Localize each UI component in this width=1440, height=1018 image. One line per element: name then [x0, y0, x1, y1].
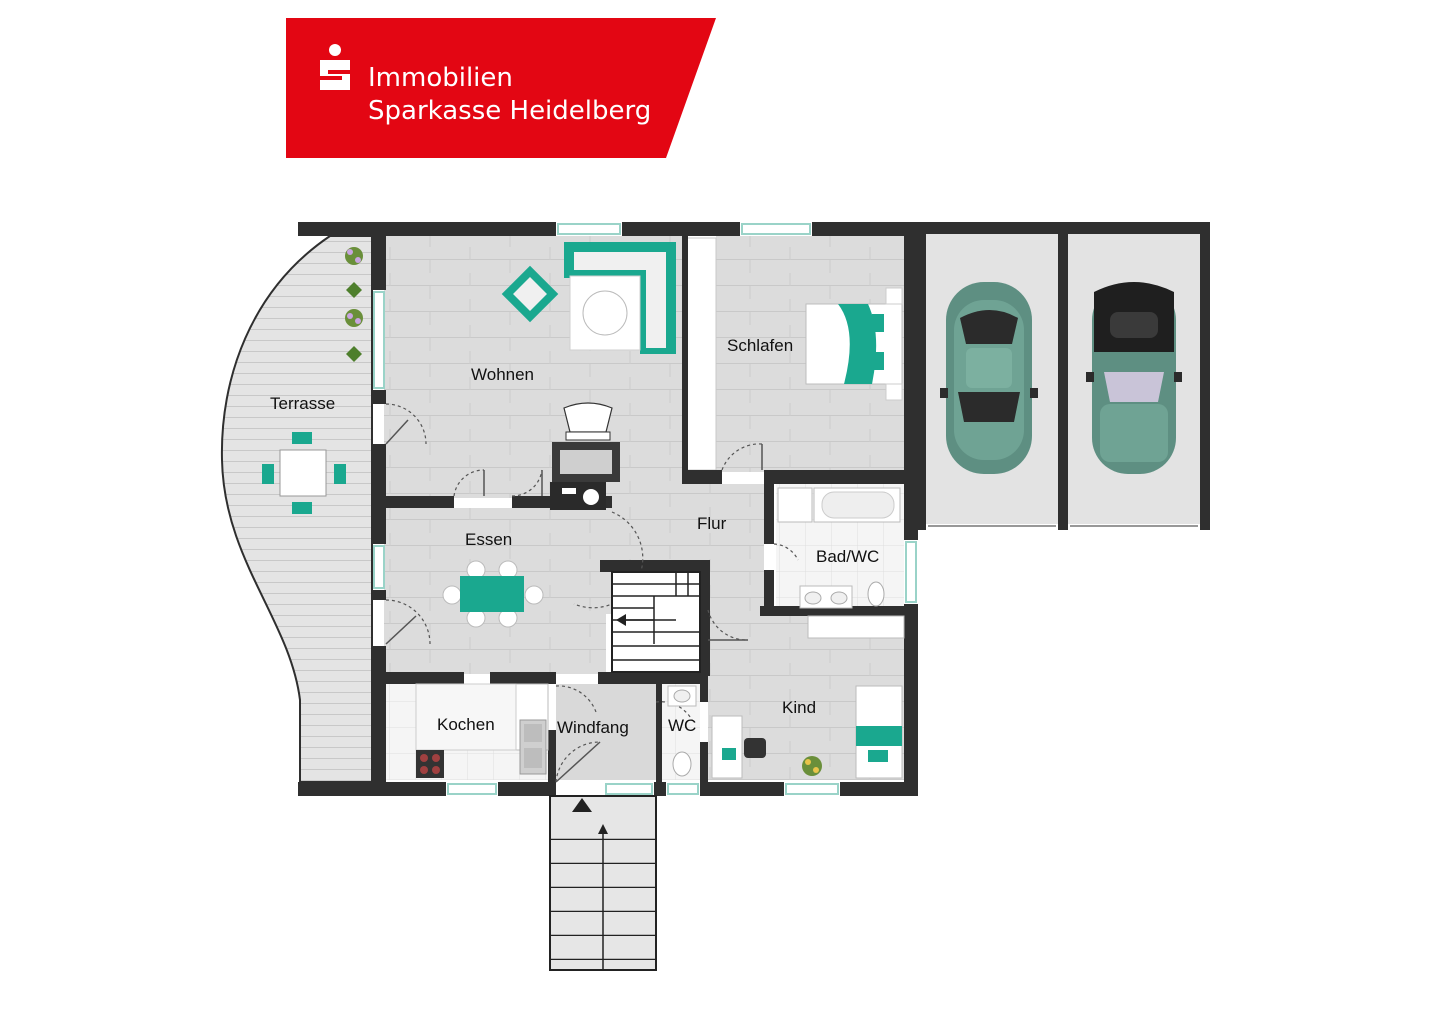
car-left	[940, 282, 1038, 474]
room-label-bad: Bad/WC	[816, 547, 880, 566]
kind-plant	[802, 756, 822, 776]
desk	[711, 715, 766, 779]
fireplace	[550, 442, 620, 510]
sofa	[564, 242, 676, 354]
walls	[298, 222, 1210, 796]
bathtub	[813, 487, 901, 523]
entrance-stairs	[549, 795, 657, 971]
room-label-windfang: Windfang	[557, 718, 629, 737]
room-label-wohnen: Wohnen	[471, 365, 535, 384]
room-label-essen: Essen	[465, 530, 513, 549]
door-leaves	[385, 419, 763, 783]
wc-fixtures	[667, 685, 697, 777]
bath-sinks	[799, 581, 885, 609]
windows	[373, 223, 917, 795]
single-bed	[855, 685, 903, 779]
kitchen-units	[415, 683, 549, 778]
double-bed	[805, 287, 903, 401]
sparkasse-s-icon	[320, 44, 350, 90]
shower	[777, 487, 813, 523]
room-label-terrasse: Terrasse	[270, 394, 336, 413]
room-label-flur: Flur	[697, 514, 727, 533]
brand-line-1: Immobilien	[368, 63, 513, 93]
hall-strip	[685, 237, 717, 471]
wardrobe	[807, 615, 905, 639]
logo-banner	[286, 18, 716, 158]
coffee-table	[582, 290, 628, 336]
room-label-schlafen: Schlafen	[727, 336, 794, 355]
interior-stairs	[611, 571, 701, 673]
room-label-kind: Kind	[782, 698, 817, 717]
terrace-plants	[345, 247, 363, 362]
room-label-wc: WC	[668, 716, 697, 735]
sparkasse-logo: Immobilien Sparkasse Heidelberg	[286, 18, 716, 158]
terrace-table	[262, 432, 346, 514]
room-label-kochen: Kochen	[437, 715, 495, 734]
car-right	[1086, 282, 1182, 474]
brand-line-2: Sparkasse Heidelberg	[368, 96, 652, 126]
dining-table	[442, 560, 544, 628]
fireplace-chair	[563, 402, 613, 441]
floor-windfang	[556, 684, 656, 780]
